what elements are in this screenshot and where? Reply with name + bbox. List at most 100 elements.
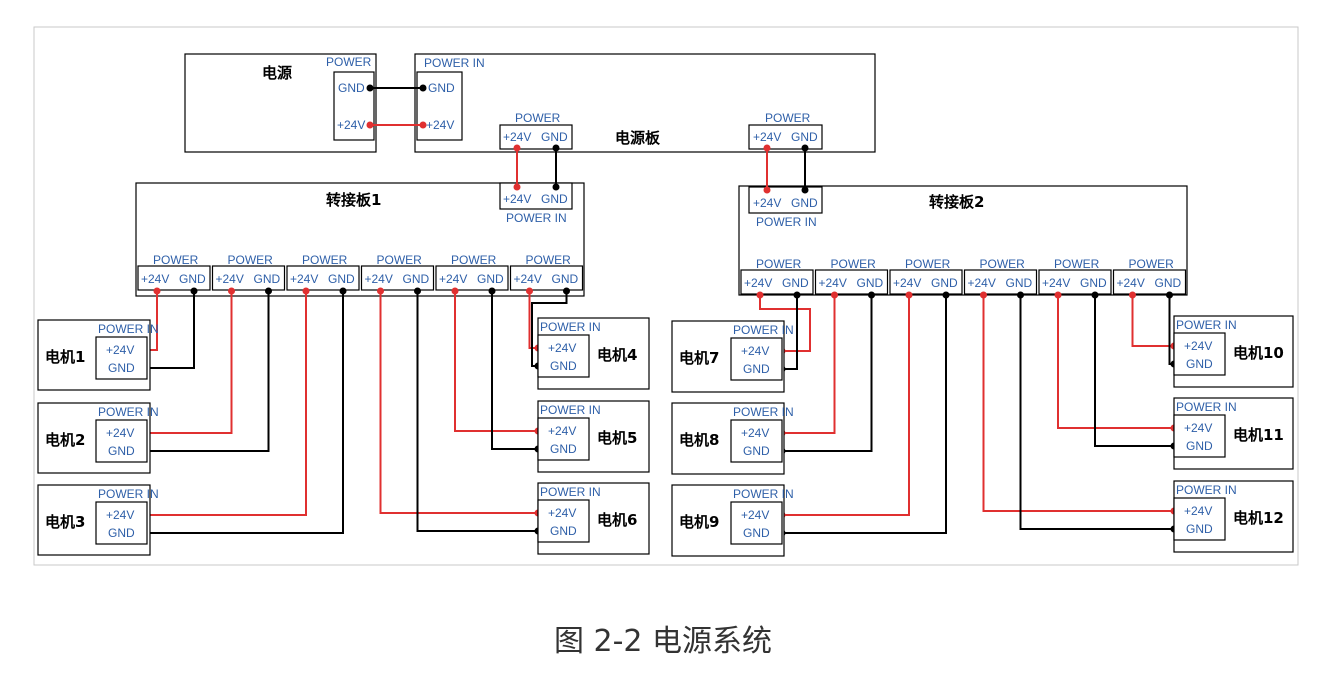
- power-port-24v: +24V: [893, 276, 921, 290]
- power-supply-24v-pin: +24V: [337, 118, 365, 132]
- power-port-gnd: GND: [857, 276, 884, 290]
- motor-5-title: 电机5: [597, 429, 637, 447]
- power-port-gnd: GND: [1155, 276, 1182, 290]
- adapter-1-in-24v: +24V: [503, 192, 531, 206]
- power-port-24v: +24V: [744, 276, 772, 290]
- adapter-2-power-port-3: POWER +24V GND: [889, 257, 963, 295]
- power-board-24v-pin: +24V: [426, 118, 454, 132]
- power-port-label: POWER: [377, 253, 423, 267]
- adapter-1-power-port-3: POWER +24V GND: [286, 253, 360, 291]
- power-port-label: POWER: [1129, 257, 1175, 271]
- motor-gnd-pin: GND: [550, 524, 577, 538]
- power-port-gnd: GND: [1006, 276, 1033, 290]
- motor-power-in-label: POWER IN: [733, 487, 794, 501]
- adapter-board-1-title: 转接板1: [326, 191, 381, 209]
- motor-4-title: 电机4: [597, 346, 637, 364]
- power-port-24v: +24V: [819, 276, 847, 290]
- power-port-gnd: GND: [328, 272, 355, 286]
- motor-power-in-label: POWER IN: [733, 323, 794, 337]
- power-port-gnd: GND: [179, 272, 206, 286]
- motor-24v-pin: +24V: [1184, 504, 1212, 518]
- power-port-24v: +24V: [1117, 276, 1145, 290]
- motor-gnd-pin: GND: [1186, 439, 1213, 453]
- power-port-gnd: GND: [782, 276, 809, 290]
- motor-power-in-label: POWER IN: [98, 405, 159, 419]
- power-port-gnd: GND: [477, 272, 504, 286]
- motor-24v-pin: +24V: [741, 344, 769, 358]
- power-port-label: POWER: [153, 253, 199, 267]
- power-board-out2-label: POWER: [765, 111, 811, 125]
- motor-6-title: 电机6: [597, 511, 637, 529]
- motor-4-block: POWER IN +24V GND 电机4: [537, 317, 650, 390]
- power-supply-title: 电源: [262, 64, 292, 82]
- power-board-in-label: POWER IN: [424, 56, 485, 70]
- motor-5-block: POWER IN +24V GND 电机5: [537, 400, 650, 473]
- motor-gnd-pin: GND: [743, 444, 770, 458]
- motor-gnd-pin: GND: [743, 362, 770, 376]
- motor-power-in-label: POWER IN: [98, 487, 159, 501]
- motor-9-block: POWER IN +24V GND 电机9: [671, 484, 794, 557]
- motor-power-in-label: POWER IN: [1176, 400, 1237, 414]
- motor-8-title: 电机8: [679, 431, 719, 449]
- power-port-label: POWER: [1054, 257, 1100, 271]
- adapter-2-power-port-1: POWER +24V GND: [740, 257, 814, 295]
- power-board-out1-label: POWER: [515, 111, 561, 125]
- power-port-label: POWER: [905, 257, 951, 271]
- motor-gnd-pin: GND: [550, 442, 577, 456]
- motor-power-in-label: POWER IN: [733, 405, 794, 419]
- motor-24v-pin: +24V: [106, 343, 134, 357]
- motor-gnd-pin: GND: [1186, 357, 1213, 371]
- power-port-gnd: GND: [254, 272, 281, 286]
- power-port-gnd: GND: [931, 276, 958, 290]
- adapter-board-2-title: 转接板2: [929, 193, 984, 211]
- motor-10-title: 电机10: [1233, 344, 1284, 362]
- motor-gnd-pin: GND: [743, 526, 770, 540]
- motor-power-in-label: POWER IN: [540, 320, 601, 334]
- power-port-24v: +24V: [290, 272, 318, 286]
- power-board-out1-gnd: GND: [541, 130, 568, 144]
- motor-24v-pin: +24V: [548, 341, 576, 355]
- power-port-24v: +24V: [1042, 276, 1070, 290]
- motor-power-in-label: POWER IN: [540, 485, 601, 499]
- power-port-24v: +24V: [365, 272, 393, 286]
- adapter-1-in-gnd: GND: [541, 192, 568, 206]
- motor-7-block: POWER IN +24V GND 电机7: [671, 320, 794, 393]
- motor-9-title: 电机9: [679, 513, 719, 531]
- power-supply-port-label: POWER: [326, 55, 372, 69]
- power-board-block: POWER IN GND +24V 电源板 POWER +24V GND POW…: [414, 53, 876, 153]
- figure-caption: 图 2-2 电源系统: [554, 624, 772, 659]
- motor-1-title: 电机1: [45, 348, 85, 366]
- motor-24v-pin: +24V: [1184, 421, 1212, 435]
- motor-gnd-pin: GND: [550, 359, 577, 373]
- power-board-out2-gnd: GND: [791, 130, 818, 144]
- power-port-label: POWER: [756, 257, 802, 271]
- power-port-24v: +24V: [439, 272, 467, 286]
- motor-power-in-label: POWER IN: [540, 403, 601, 417]
- power-port-label: POWER: [980, 257, 1026, 271]
- motor-24v-pin: +24V: [548, 424, 576, 438]
- power-board-out1-24v: +24V: [503, 130, 531, 144]
- feed-wires: [370, 87, 806, 190]
- feed-terminal-dots: [366, 84, 809, 194]
- adapter-board-1-block: 转接板1 +24V GND POWER IN: [135, 182, 585, 297]
- power-port-gnd: GND: [403, 272, 430, 286]
- motor-12-title: 电机12: [1233, 509, 1284, 527]
- power-port-label: POWER: [302, 253, 348, 267]
- motor-24v-pin: +24V: [741, 508, 769, 522]
- power-port-24v: +24V: [968, 276, 996, 290]
- motor-2-title: 电机2: [45, 431, 85, 449]
- motor-7-title: 电机7: [679, 349, 719, 367]
- adapter-2-power-port-6: POWER +24V GND: [1112, 257, 1187, 295]
- power-supply-block: 电源 POWER GND +24V: [184, 53, 377, 153]
- adapter-2-in-24v: +24V: [753, 196, 781, 210]
